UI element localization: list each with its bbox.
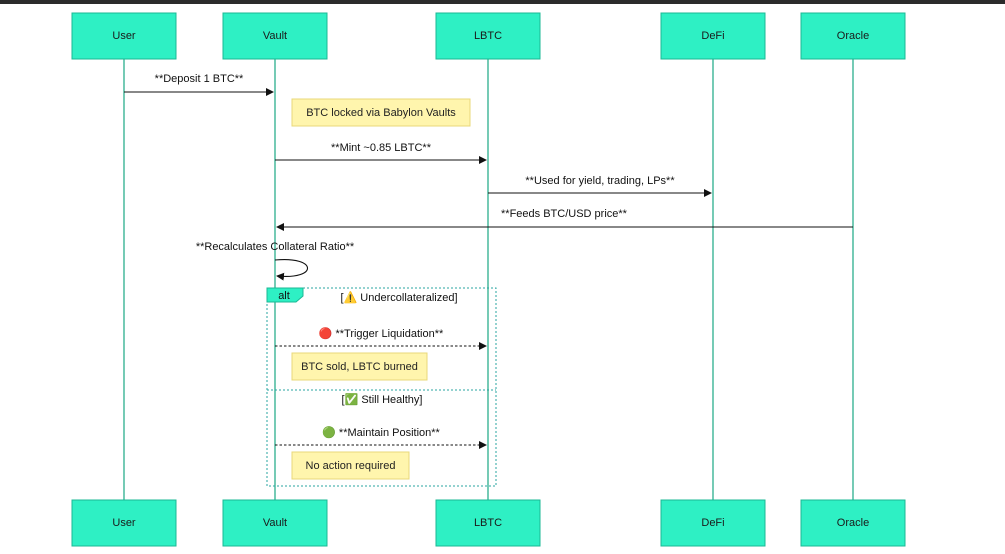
actor-label: Vault	[263, 30, 287, 42]
note-text: BTC sold, LBTC burned	[301, 361, 418, 373]
message-label: **Feeds BTC/USD price**	[501, 208, 628, 220]
actor-label: Oracle	[837, 30, 869, 42]
alt-tab	[266, 287, 304, 303]
actor-label: DeFi	[701, 517, 724, 529]
message-label: 🟢 **Maintain Position**	[322, 426, 440, 439]
message-recalculates-ratio: **Recalculates Collateral Ratio**	[196, 241, 355, 281]
message-label: **Mint ~0.85 LBTC**	[331, 142, 432, 154]
note-text: BTC locked via Babylon Vaults	[306, 107, 456, 119]
alt-frame: alt [⚠️ Undercollateralized] [✅ Still He…	[266, 287, 497, 487]
actor-label: LBTC	[474, 517, 502, 529]
message-trigger-liquidation: 🔴 **Trigger Liquidation**	[275, 327, 487, 350]
alt-label: alt	[278, 290, 290, 302]
actor-vault-top[interactable]: Vault	[222, 12, 328, 60]
message-feeds-price: **Feeds BTC/USD price**	[276, 208, 853, 231]
actor-label: User	[112, 517, 136, 529]
message-mint: **Mint ~0.85 LBTC**	[275, 142, 487, 164]
message-maintain-position: 🟢 **Maintain Position**	[275, 426, 487, 449]
message-used-for-yield: **Used for yield, trading, LPs**	[488, 175, 712, 197]
actor-lbtc-top[interactable]: LBTC	[435, 12, 541, 60]
message-label: **Used for yield, trading, LPs**	[525, 175, 675, 187]
note-btc-locked: BTC locked via Babylon Vaults	[291, 98, 471, 127]
actor-label: DeFi	[701, 30, 724, 42]
actor-label: Oracle	[837, 517, 869, 529]
alt-condition-undercollateralized: [⚠️ Undercollateralized]	[340, 291, 457, 304]
actor-oracle-top[interactable]: Oracle	[800, 12, 906, 60]
actor-label: User	[112, 30, 136, 42]
actor-defi-top[interactable]: DeFi	[660, 12, 766, 60]
actor-oracle-bottom[interactable]: Oracle	[800, 499, 906, 547]
actor-defi-bottom[interactable]: DeFi	[660, 499, 766, 547]
alt-condition-still-healthy: [✅ Still Healthy]	[342, 393, 423, 406]
note-btc-sold: BTC sold, LBTC burned	[291, 352, 428, 381]
actor-lbtc-bottom[interactable]: LBTC	[435, 499, 541, 547]
message-label: **Recalculates Collateral Ratio**	[196, 241, 355, 253]
note-text: No action required	[306, 460, 396, 472]
actor-vault-bottom[interactable]: Vault	[222, 499, 328, 547]
message-label: **Deposit 1 BTC**	[155, 73, 244, 85]
message-label: 🔴 **Trigger Liquidation**	[319, 327, 444, 340]
message-deposit: **Deposit 1 BTC**	[124, 73, 274, 96]
actor-user-top[interactable]: User	[71, 12, 177, 60]
top-bar	[0, 0, 1005, 4]
actor-label: Vault	[263, 517, 287, 529]
actor-user-bottom[interactable]: User	[71, 499, 177, 547]
actor-label: LBTC	[474, 30, 502, 42]
note-no-action: No action required	[291, 451, 410, 480]
